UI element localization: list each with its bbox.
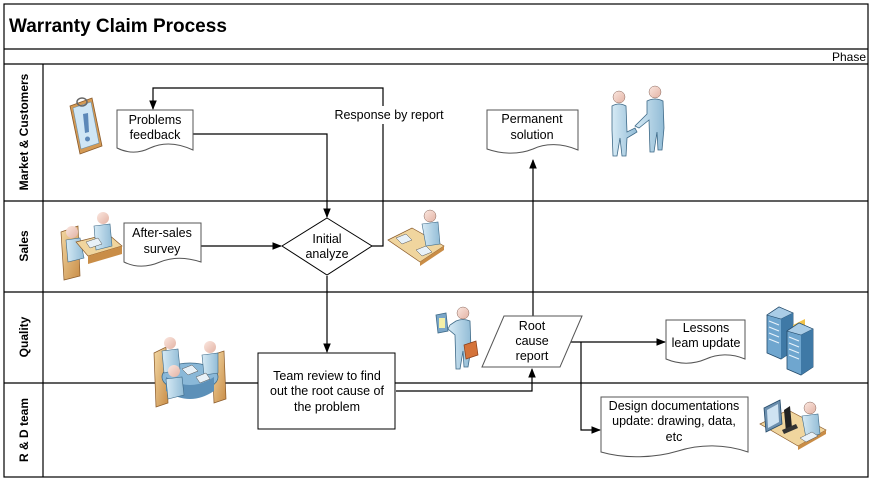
server-icon <box>766 306 814 376</box>
node-label: feedback <box>130 128 181 142</box>
node-label: etc <box>666 430 683 444</box>
node-design-documentations-update[interactable]: Design documentations update: drawing, d… <box>600 396 749 458</box>
node-initial-analyze[interactable]: Initial analyze <box>281 217 373 276</box>
phase-label: Phase <box>832 50 866 64</box>
lane-label-market-customers: Market & Customers <box>17 73 31 190</box>
node-after-sales-survey[interactable]: After-sales survey <box>123 222 202 267</box>
node-label: Permanent <box>501 112 563 126</box>
node-problems-feedback[interactable]: Problems feedback <box>116 109 194 153</box>
node-label: the problem <box>294 400 360 414</box>
node-label: Design documentations <box>609 399 740 413</box>
node-label: Lessons <box>683 321 730 335</box>
person-with-briefcase-icon <box>435 306 479 370</box>
node-label: cause <box>515 334 548 348</box>
connector-feedback-to-analyze <box>193 133 331 218</box>
connector-rootcause-to-design <box>580 342 601 434</box>
node-root-cause-report[interactable]: Root cause report <box>481 315 583 368</box>
node-team-review[interactable]: Team review to find out the root cause o… <box>257 352 396 430</box>
node-label: analyze <box>305 247 348 261</box>
node-label: update: drawing, data, <box>612 414 736 428</box>
node-label: Initial <box>312 232 341 246</box>
clipboard-alert-icon <box>69 97 103 155</box>
lane-label-quality: Quality <box>17 316 31 357</box>
desk-worker-icon <box>387 209 445 266</box>
diagram-title: Warranty Claim Process <box>9 16 227 37</box>
connector-response-loop <box>149 87 384 247</box>
node-permanent-solution[interactable]: Permanent solution <box>486 109 579 154</box>
node-label: report <box>516 349 549 363</box>
meeting-table-icon <box>153 337 227 408</box>
lane-label-rd-team: R & D team <box>17 398 31 462</box>
lane-label-sales: Sales <box>17 230 31 262</box>
node-lessons-learn-update[interactable]: Lessons leam update <box>665 319 746 364</box>
edge-label-bg <box>330 106 448 124</box>
node-label: solution <box>510 128 553 142</box>
lab-microscope-icon <box>759 399 827 450</box>
node-label: After-sales <box>132 226 192 240</box>
node-label: Team review to find <box>273 369 381 383</box>
node-label: survey <box>144 242 182 256</box>
connector-review-to-rootcause <box>396 368 536 392</box>
customer-service-desk-icon <box>60 212 123 281</box>
node-label: Root <box>519 319 546 333</box>
node-label: Problems <box>129 113 182 127</box>
node-label: out the root cause of <box>270 384 384 398</box>
edge-label-response-by-report: Response by report <box>334 108 444 122</box>
node-label: leam update <box>672 336 741 350</box>
handshake-people-icon <box>611 85 665 157</box>
